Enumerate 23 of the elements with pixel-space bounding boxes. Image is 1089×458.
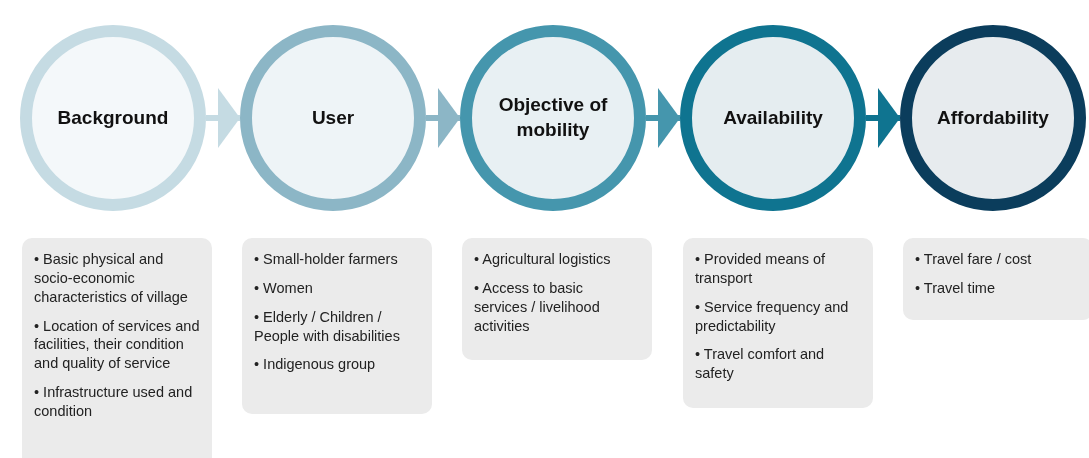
list-item: • Indigenous group	[254, 355, 377, 375]
list-item: • Basic physical and socio-economic characteristics of village	[34, 250, 189, 307]
list-item: • Travel time	[915, 278, 996, 298]
list-item: • Women	[254, 278, 314, 298]
chevron-arrow	[426, 88, 460, 148]
list-item: • Infrastructure used and condition	[34, 383, 194, 421]
list-item: • Access to basic services / livelihood activities	[474, 278, 601, 336]
stage-title: Availability	[723, 105, 823, 130]
list-item: • Elderly / Children / People with disabilities	[254, 307, 401, 346]
chevron-arrow	[646, 88, 680, 148]
list-item: • Small-holder farmers	[254, 250, 399, 269]
list-item: • Provided means of transport	[695, 250, 826, 288]
chevron-arrow	[866, 88, 900, 148]
stage-title: Objective of mobility	[497, 93, 609, 142]
stage-title: User	[311, 105, 355, 130]
list-item: • Travel comfort and safety	[695, 345, 826, 384]
list-item: • Service frequency and predictability	[695, 297, 850, 336]
list-item: • Agricultural logistics	[474, 250, 612, 269]
list-item: • Location of services and facilities, their condition and quality of service	[34, 316, 200, 374]
stage-title: Background	[57, 105, 169, 130]
stage-title: Affordability	[937, 105, 1049, 130]
list-item: • Travel fare / cost	[915, 250, 1033, 269]
chevron-arrow	[206, 88, 240, 148]
